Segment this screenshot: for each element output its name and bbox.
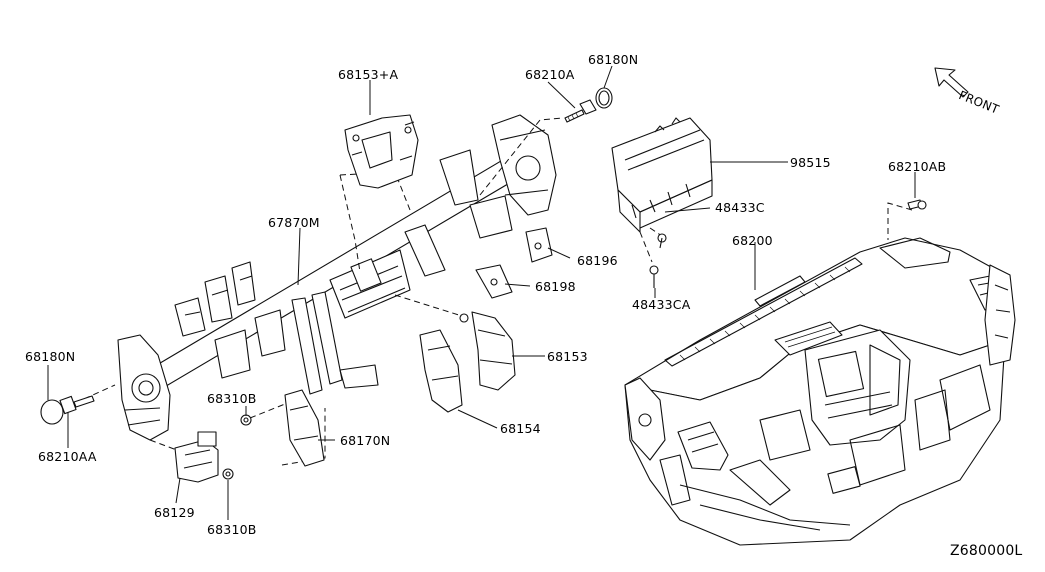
leader-lines xyxy=(47,65,916,520)
bolt-68210a xyxy=(564,99,597,123)
screw-48433c xyxy=(649,227,667,249)
screw-48433ca xyxy=(639,231,659,288)
ring-68180n-top xyxy=(595,87,613,109)
label-67870m: 67870M xyxy=(268,215,320,230)
label-68210ab: 68210AB xyxy=(888,159,947,174)
label-68154: 68154 xyxy=(500,421,541,436)
bracket-68196 xyxy=(525,227,553,263)
label-68200: 68200 xyxy=(732,233,773,248)
bolt-68210ab xyxy=(887,199,927,240)
bracket-68170n xyxy=(284,389,325,467)
nut-68310b-upper xyxy=(240,414,252,426)
label-68180n-top: 68180N xyxy=(588,52,639,67)
instrument-panel-68200 xyxy=(624,237,1016,546)
label-68129: 68129 xyxy=(154,505,195,520)
diagram-code: Z680000L xyxy=(950,543,1023,559)
label-68210aa: 68210AA xyxy=(38,449,97,464)
steering-member xyxy=(117,114,557,441)
bracket-68198 xyxy=(475,264,513,299)
airbag-module-98515 xyxy=(611,117,713,233)
label-68153: 68153 xyxy=(547,349,588,364)
label-68196: 68196 xyxy=(577,253,618,268)
label-48433ca: 48433CA xyxy=(632,297,691,312)
label-68310b-bottom: 68310B xyxy=(207,522,257,537)
label-68198: 68198 xyxy=(535,279,576,294)
bolt-68210aa xyxy=(59,395,95,415)
bracket-68129 xyxy=(174,431,219,483)
bracket-68154 xyxy=(419,329,463,413)
label-68210a: 68210A xyxy=(525,67,575,82)
label-98515: 98515 xyxy=(790,155,831,170)
label-68170n: 68170N xyxy=(340,433,391,448)
nut-68310b-lower xyxy=(222,468,234,480)
label-48433c: 48433C xyxy=(715,200,765,215)
front-arrow-icon xyxy=(934,67,969,98)
label-68153a: 68153+A xyxy=(338,67,399,82)
label-68180n-left: 68180N xyxy=(25,349,76,364)
bracket-68153a xyxy=(344,114,419,189)
cap-68180n-left xyxy=(40,399,64,425)
bracket-68153 xyxy=(459,311,516,391)
label-68310b-top: 68310B xyxy=(207,391,257,406)
